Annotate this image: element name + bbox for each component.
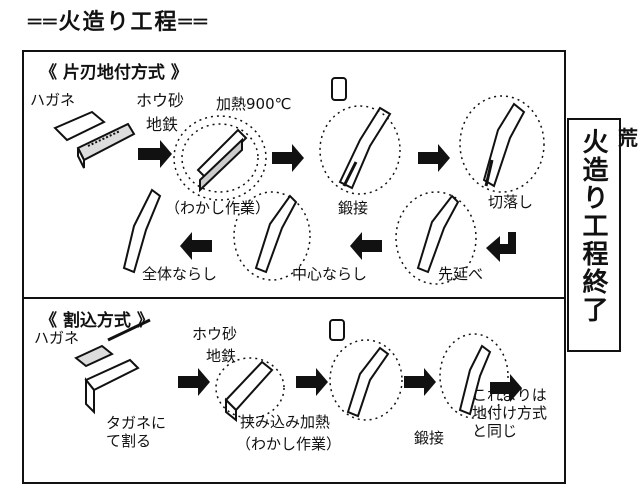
s1-label-zentai: 全体ならし (142, 265, 218, 283)
title-deco-left: ══ (28, 10, 59, 35)
s1-step5-blade (416, 194, 460, 274)
s1-step4-cut (482, 102, 526, 188)
s1-label-houzuna: ホウ砂 (136, 91, 185, 110)
s1-arrow-2 (272, 144, 304, 172)
s1-step3-forge (331, 77, 392, 190)
title-deco-right: ══ (178, 10, 210, 35)
s1-step2-heat (196, 128, 248, 193)
s2-arrow-3 (404, 368, 436, 396)
s2-step4-sparks (439, 333, 509, 419)
s1-label-wakashi: （わかし作業） (165, 199, 271, 217)
s1-label-tanset: 鍛接 (338, 199, 369, 217)
s1-uturn-arrow (486, 232, 516, 262)
s1-step5-sparks (395, 191, 477, 285)
s1-step6-blade (254, 194, 298, 274)
s2-step2-sparks (215, 357, 285, 419)
s1-arrow-4 (350, 232, 382, 260)
s1-label-hagane: ハガネ (30, 91, 76, 109)
title-text: 火造り工程 (58, 10, 179, 35)
s2-label-hasamikomi: 挟み込み加熱 (240, 413, 331, 431)
s2-step4-cut (458, 344, 492, 416)
section1-heading: 《 片刃地付方式 》 (40, 63, 188, 83)
s1-step2-sparks (173, 115, 267, 201)
s1-step3-sparks (319, 105, 401, 195)
panel-kataba (22, 50, 566, 299)
s1-label-jigane: 地鉄 (146, 115, 179, 134)
s2-arrow-1 (178, 368, 210, 396)
s1-label-chushin: 中心ならし (292, 265, 368, 283)
side-edge-text: 荒 (618, 126, 638, 150)
s1-label-sakinobe: 先延べ (438, 265, 484, 283)
section2-heading: 《 割込方式 》 (40, 311, 154, 331)
page-title: ══火造り工程══ (28, 4, 209, 36)
s1-label-kiriotoshi: 切落し (488, 193, 534, 211)
s2-arrow-2 (296, 368, 328, 396)
s2-label-jigane: 地鉄 (206, 347, 237, 365)
s2-arrow-4 (490, 374, 522, 402)
s2-step3-forge (329, 319, 390, 418)
s2-step3-sparks (329, 339, 403, 421)
side-panel (567, 118, 621, 352)
s2-label-tagane: タガネに て割る (106, 414, 167, 450)
s1-arrow-5 (180, 232, 212, 260)
s1-label-heat: 加熱900℃ (216, 95, 292, 113)
s2-step2-heat (224, 360, 274, 423)
s2-label-koreyori: これよりは 地付け方式 と同じ (472, 386, 548, 440)
s1-arrow-1 (138, 140, 172, 168)
s2-label-houzuna: ホウ砂 (192, 325, 238, 343)
s1-step4-sparks (459, 95, 545, 193)
s1-arrow-3 (418, 144, 450, 172)
s2-step1-blocks (74, 318, 151, 415)
s1-step7-blade (122, 188, 162, 274)
s1-step6-sparks (233, 191, 311, 281)
side-panel-text: 火造り工程終了 (578, 128, 608, 324)
s1-step1-blocks (53, 110, 136, 169)
s2-label-tanset: 鍛接 (414, 429, 445, 447)
s2-label-hagane: ハガネ (34, 329, 80, 347)
s2-label-wakashi: （わかし作業） (236, 435, 342, 453)
